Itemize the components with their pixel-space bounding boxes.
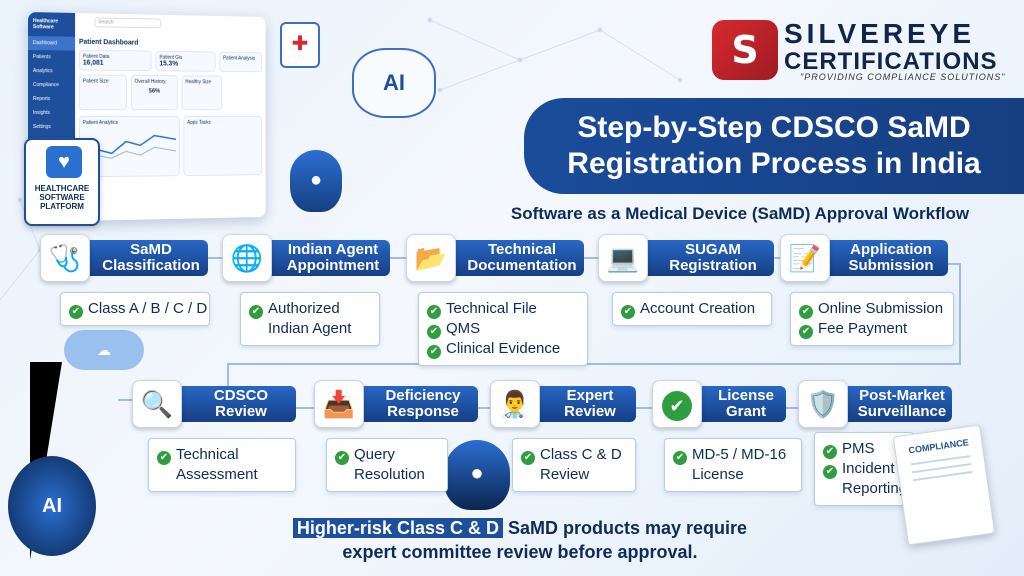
brand-tagline: "PROVIDING COMPLIANCE SOLUTIONS" xyxy=(800,72,1006,82)
cloud-icon: ☁ xyxy=(64,330,144,370)
doctor-icon: 👨‍⚕️ xyxy=(490,380,540,428)
approved-badge-icon: ✔ xyxy=(652,380,702,428)
step-details: ✔Technical File ✔QMS ✔Clinical Evidence xyxy=(418,292,588,366)
check-icon: ✔ xyxy=(799,305,813,319)
lock-shield-icon: ● xyxy=(444,440,510,510)
step-details: ✔MD-5 / MD-16 License xyxy=(664,438,802,492)
inbox-icon: 📥 xyxy=(314,380,364,428)
check-icon: ✔ xyxy=(157,451,171,465)
page-title: Step-by-Step CDSCO SaMD Registration Pro… xyxy=(524,98,1024,194)
magnifier-icon: 🔍 xyxy=(132,380,182,428)
laptop-icon: 💻 xyxy=(598,234,648,282)
heart-monitor-icon: ♥ xyxy=(46,146,82,178)
step-details: ✔Class A / B / C / D xyxy=(60,292,210,326)
check-icon: ✔ xyxy=(823,445,837,459)
check-icon: ✔ xyxy=(427,325,441,339)
check-icon: ✔ xyxy=(673,451,687,465)
check-icon: ✔ xyxy=(427,345,441,359)
check-icon: ✔ xyxy=(335,451,349,465)
step-details: ✔Query Resolution xyxy=(326,438,448,492)
folder-icon: 📂 xyxy=(406,234,456,282)
check-icon: ✔ xyxy=(521,451,535,465)
step-details: ✔Technical Assessment xyxy=(148,438,296,492)
check-icon: ✔ xyxy=(427,305,441,319)
note-highlight: Higher-risk Class C & D xyxy=(292,518,503,538)
check-icon: ✔ xyxy=(69,305,83,319)
note-text: SaMD products may require xyxy=(502,518,748,538)
stethoscope-icon: 🩺 xyxy=(40,234,90,282)
medical-document-icon: ✚ xyxy=(280,22,320,68)
globe-icon: 🌐 xyxy=(222,234,272,282)
step-details: ✔Authorized Indian Agent xyxy=(240,292,380,346)
healthcare-platform-badge: ♥ HEALTHCARE SOFTWARE PLATFORM xyxy=(24,138,100,226)
check-icon: ✔ xyxy=(799,325,813,339)
step-details: ✔Class C & D Review xyxy=(512,438,636,492)
check-icon: ✔ xyxy=(249,305,263,319)
page-subtitle: Software as a Medical Device (SaMD) Appr… xyxy=(510,204,970,223)
check-icon: ✔ xyxy=(621,305,635,319)
brand-name: SILVEREYE CERTIFICATIONS xyxy=(784,18,998,76)
ai-brain-icon: AI xyxy=(352,48,436,118)
check-icon: ✔ xyxy=(823,465,837,479)
silvereye-logo-icon: S xyxy=(712,20,778,80)
step-details: ✔Online Submission ✔Fee Payment xyxy=(790,292,954,346)
form-pen-icon: 📝 xyxy=(780,234,830,282)
ai-chip-icon: AI xyxy=(8,456,96,556)
step-details: ✔Account Creation xyxy=(612,292,772,326)
shield-watch-icon: 🛡️ xyxy=(798,380,848,428)
compliance-clipboard-icon: COMPLIANCE xyxy=(892,424,996,546)
note-text-line2: expert committee review before approval. xyxy=(342,542,698,562)
security-shield-icon: ● xyxy=(290,150,342,212)
footer-note: Higher-risk Class C & D SaMD products ma… xyxy=(250,516,790,564)
